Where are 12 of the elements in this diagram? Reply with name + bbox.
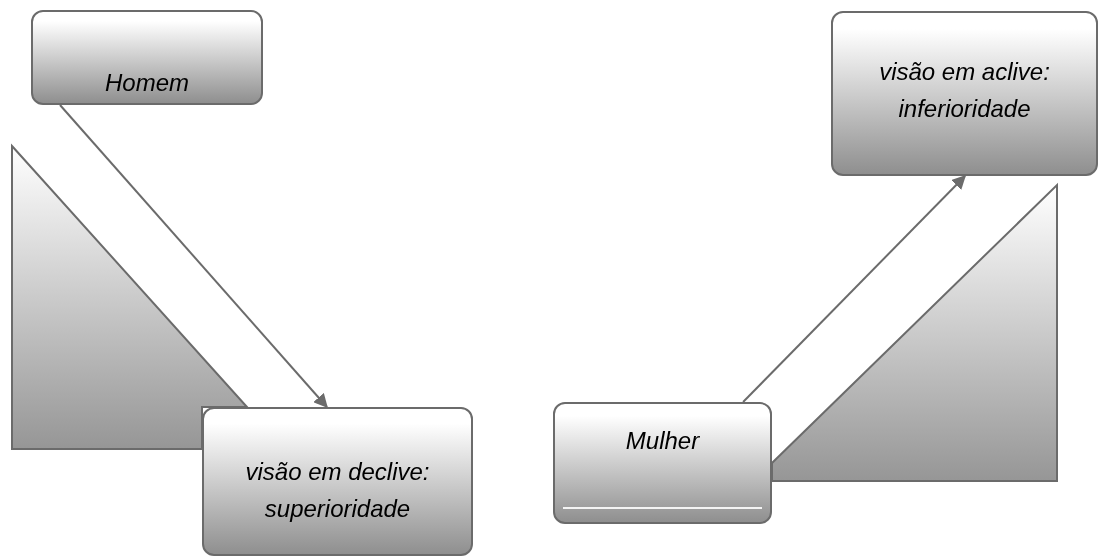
rounded-box <box>31 10 263 105</box>
box-label: Mulher <box>625 426 700 456</box>
slope-triangle <box>11 143 250 450</box>
rounded-box <box>553 402 772 524</box>
arrow <box>742 175 967 403</box>
box-label: visão em aclive: inferioridade <box>878 57 1051 125</box>
box-label: Homem <box>105 68 189 98</box>
rounded-box <box>202 407 473 556</box>
rounded-box <box>831 11 1098 176</box>
slope-triangle <box>771 182 1058 482</box>
arrow <box>59 104 328 409</box>
box-label: visão em declive: superioridade <box>244 457 431 525</box>
